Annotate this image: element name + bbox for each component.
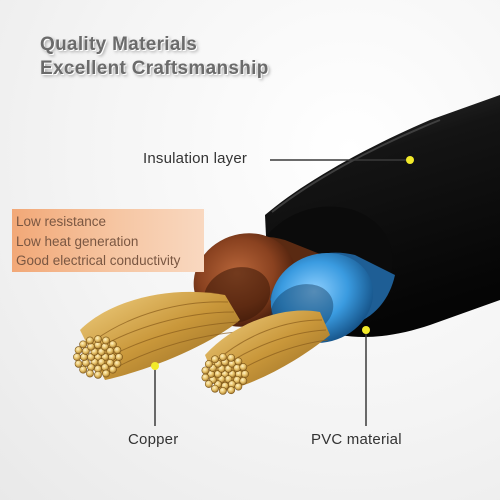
copper-strand-tip — [94, 335, 102, 344]
pvc-label: PVC material — [311, 431, 402, 448]
copper-strand-tip — [94, 370, 102, 379]
feature-low-resistance: Low resistance — [16, 214, 107, 229]
copper-strand-tip — [239, 377, 248, 385]
copper-strand-tip — [79, 365, 88, 374]
copper-bundle-right — [201, 310, 330, 395]
copper-strand-tip — [74, 346, 83, 355]
copper-strand-tip — [113, 346, 122, 355]
copper-strand-tip — [102, 336, 110, 345]
copper-strand-tip — [234, 357, 243, 366]
copper-strand-tip — [219, 387, 227, 395]
headline-line-2: Excellent Craftsmanship — [40, 58, 269, 79]
callout-lines — [154, 159, 408, 426]
copper-strand-tip — [79, 340, 88, 349]
copper-bundle-left — [73, 291, 240, 380]
copper-strand-tip — [227, 386, 236, 395]
copper-strand-tip — [108, 365, 117, 374]
copper-strand-tip — [115, 353, 123, 361]
copper-strand-tip — [106, 347, 115, 355]
feature-low-heat: Low heat generation — [16, 233, 139, 249]
copper-strand-tip — [86, 369, 94, 378]
copper-strand-tip — [239, 363, 248, 371]
copper-strand-tip — [204, 380, 213, 388]
copper-strand-tip — [113, 359, 122, 368]
copper-strand-tip — [201, 366, 210, 375]
copper-strand-tip — [201, 373, 210, 382]
copper-strand-tip — [73, 353, 81, 361]
insulation-label: Insulation layer — [143, 150, 248, 167]
copper-marker-dot — [151, 362, 159, 370]
copper-strand-tip — [234, 382, 243, 391]
copper-strand-tip — [86, 336, 94, 345]
copper-strand-tip — [241, 370, 249, 378]
copper-strand-tip — [102, 369, 110, 378]
copper-strand-tip — [74, 359, 83, 368]
insulation-marker-dot — [406, 156, 414, 164]
copper-strand-tip — [211, 384, 219, 393]
copper-strand-tip — [204, 360, 213, 368]
copper-strand-tip — [219, 353, 227, 361]
headline-line-1: Quality Materials — [40, 34, 198, 55]
copper-strand-tip — [227, 353, 236, 362]
feature-conductivity: Good electrical conductivity — [16, 253, 181, 268]
copper-label: Copper — [128, 431, 179, 448]
copper-strand-tip — [211, 355, 219, 364]
copper-strand-tip — [108, 340, 117, 349]
feature-list: Low resistance Low heat generation Good … — [12, 209, 204, 272]
pvc-marker-dot — [362, 326, 370, 334]
